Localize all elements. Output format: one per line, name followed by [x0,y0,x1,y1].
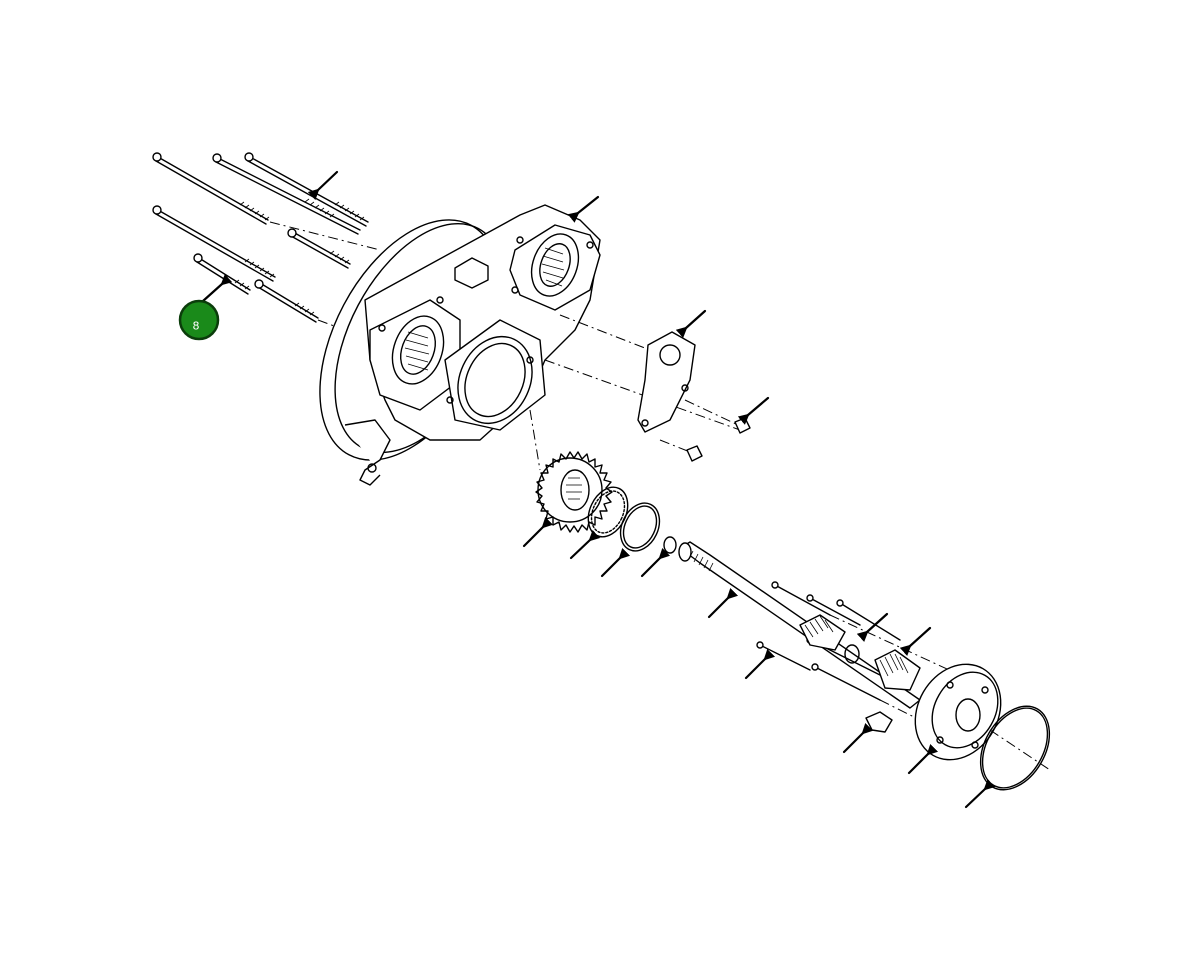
lower-bolts [756,581,961,731]
snap-ring [619,502,661,552]
arrow-8 [600,547,631,578]
callout-8-badge[interactable] [178,299,220,341]
bolt-6 [193,253,251,295]
arrow-6 [522,516,554,548]
arrow-10 [707,587,739,619]
pointer-arrows [201,170,996,809]
arrow-9 [640,547,671,578]
arrow-16 [964,778,996,809]
arrow-7 [569,529,601,560]
long-bolts [152,152,381,331]
arrow-4 [737,396,770,425]
arrow-12 [856,612,889,642]
arrow-15 [907,743,939,775]
spline-coupling [799,614,860,664]
callout-8-label: 8 [193,320,200,333]
bolt-1 [152,152,270,225]
arrow-3 [675,309,707,338]
arrow-1 [307,170,339,201]
bolt-5 [287,228,351,269]
small-ring [663,536,677,554]
callout-8[interactable]: 8 [178,299,220,341]
arrow-13 [899,626,932,656]
gear-hub [874,649,921,691]
arrow-5 [201,274,233,303]
bolt-4 [152,205,276,282]
arrow-2 [567,195,600,223]
bracket-plate [637,331,696,433]
arrow-11 [744,648,776,680]
spur-gear [535,451,613,533]
arrow-14 [842,722,874,754]
bolt-7 [254,279,319,323]
bolt-3 [244,152,369,227]
bolt-2 [212,153,361,235]
key-piece [865,711,893,733]
